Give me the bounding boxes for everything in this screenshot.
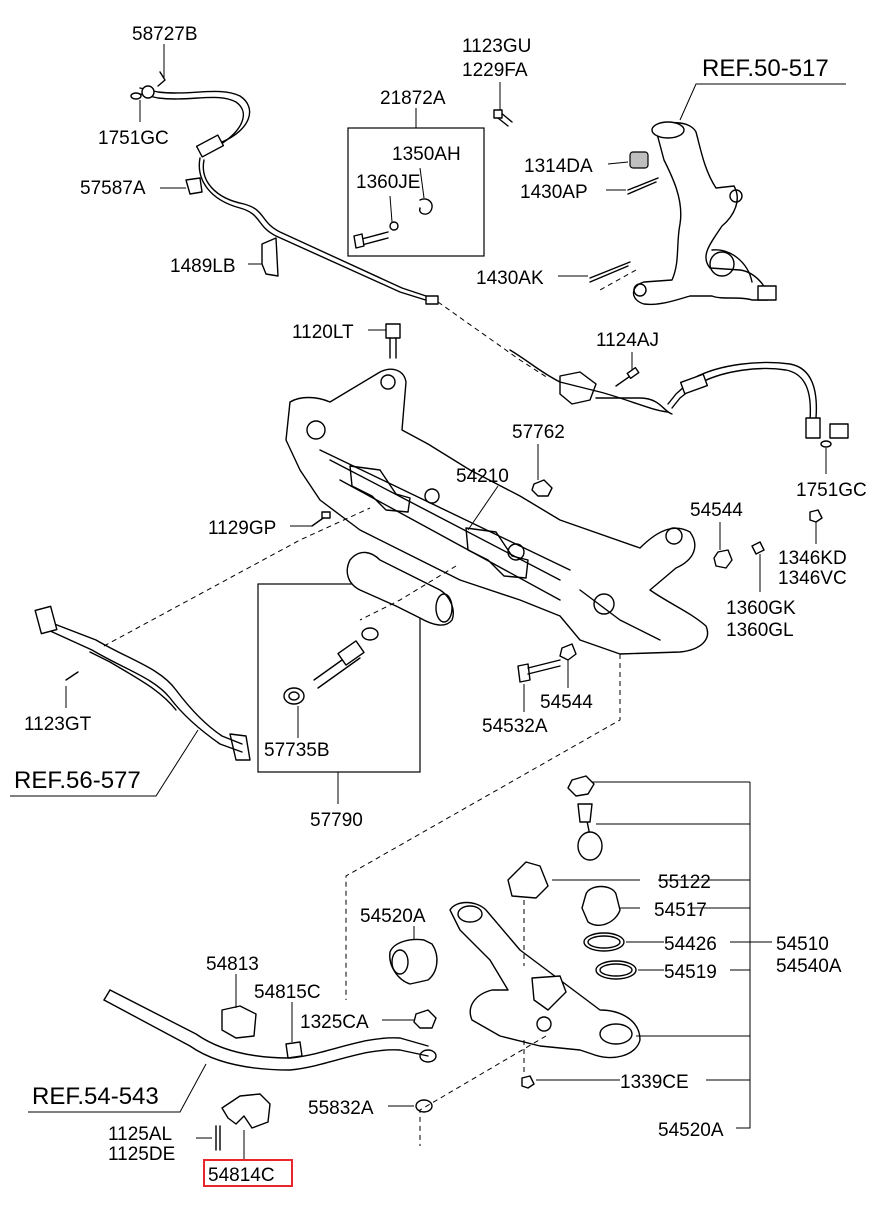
bushing-54813: [221, 1005, 257, 1039]
label-21872A: 21872A: [380, 88, 446, 109]
ball-joint: [567, 775, 603, 861]
label-54815C: 54815C: [254, 982, 321, 1003]
clamp-54814C: [221, 1093, 271, 1129]
label-57587A: 57587A: [80, 178, 146, 199]
label-54544-top: 54544: [690, 500, 743, 521]
label-1125AL: 1125AL: [108, 1124, 172, 1145]
label-1346VC: 1346VC: [778, 568, 847, 589]
label-54210: 54210: [456, 466, 509, 487]
power-steering-pipe: [34, 605, 251, 761]
label-54517: 54517: [654, 900, 707, 921]
rack-boot: [346, 551, 454, 626]
label-54544-mid: 54544: [540, 692, 593, 713]
label-54813: 54813: [206, 954, 259, 975]
label-1360GL: 1360GL: [726, 620, 794, 641]
label-57790: 57790: [310, 810, 363, 831]
label-1339CE: 1339CE: [620, 1072, 689, 1093]
label-1360GK: 1360GK: [726, 598, 796, 619]
label-1751GC-top: 1751GC: [98, 128, 169, 149]
label-1350AH: 1350AH: [392, 144, 461, 165]
label-1123GU: 1123GU: [462, 36, 531, 57]
bolt-1125AL: [215, 1125, 221, 1151]
label-55122: 55122: [658, 872, 711, 893]
label-1346KD: 1346KD: [778, 548, 847, 569]
crossmember-54210: [285, 368, 709, 655]
kit-box-57790: [257, 583, 421, 773]
label-1314DA: 1314DA: [524, 156, 593, 177]
label-57735B: 57735B: [264, 740, 330, 761]
nut-1325CA: [413, 1009, 437, 1029]
label-1125DE: 1125DE: [108, 1144, 175, 1165]
ring-54519: [595, 960, 637, 980]
highlight-box-54814C: [203, 1159, 293, 1187]
label-54520A-mid: 54520A: [360, 906, 426, 927]
label-54532A: 54532A: [482, 716, 548, 737]
bushing-54517: [581, 885, 621, 926]
label-1120LT: 1120LT: [292, 322, 354, 343]
label-54510: 54510: [776, 934, 829, 955]
ref-50-517[interactable]: REF.50-517: [702, 55, 829, 82]
brake-hose-left: [130, 71, 439, 305]
label-1751GC-right: 1751GC: [796, 480, 867, 501]
label-1430AP: 1430AP: [520, 182, 588, 203]
brake-hose-right: [509, 349, 849, 448]
label-1325CA: 1325CA: [300, 1012, 369, 1033]
label-54540A: 54540A: [776, 956, 842, 977]
label-54520A-bottom: 54520A: [658, 1120, 724, 1141]
washer-55832A: [415, 1099, 433, 1113]
steering-knuckle: [632, 121, 777, 306]
label-1360JE: 1360JE: [356, 172, 420, 193]
ring-54426: [583, 932, 625, 952]
label-1129GP: 1129GP: [208, 518, 276, 539]
label-1123GT: 1123GT: [24, 714, 92, 735]
bushing-54520A: [389, 938, 438, 985]
bolt-1120LT: [385, 323, 401, 359]
label-55832A: 55832A: [308, 1098, 374, 1119]
label-57762: 57762: [512, 422, 565, 443]
bushing-54815C: [285, 1041, 303, 1059]
label-1489LB: 1489LB: [170, 256, 236, 277]
label-54426: 54426: [664, 934, 717, 955]
label-1124AJ: 1124AJ: [596, 330, 659, 351]
label-54519: 54519: [664, 962, 717, 983]
dust-cover: [507, 861, 549, 899]
label-1229FA: 1229FA: [462, 60, 528, 81]
label-58727B: 58727B: [132, 24, 198, 45]
ref-54-543[interactable]: REF.54-543: [32, 1083, 159, 1110]
label-1430AK: 1430AK: [476, 268, 544, 289]
ref-56-577[interactable]: REF.56-577: [14, 767, 141, 794]
label-54814C[interactable]: 54814C: [208, 1165, 275, 1186]
